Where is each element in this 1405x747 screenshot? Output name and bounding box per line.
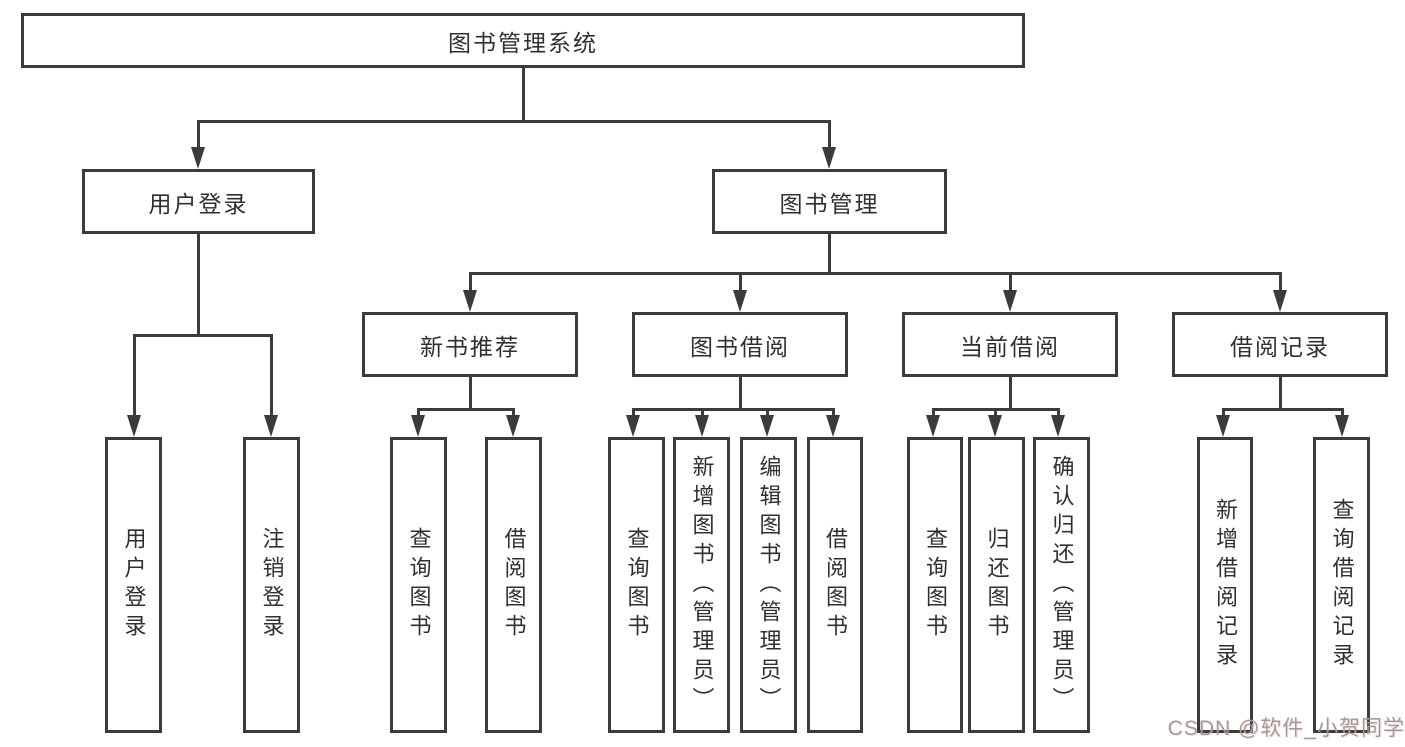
connector-bar-root (196, 120, 831, 123)
connector-drop (1221, 408, 1225, 417)
node-user-login: 用户登录 (82, 169, 315, 234)
connector-drop (700, 408, 704, 417)
leaf-label: 注销登录 (259, 527, 285, 643)
node-book-management: 图书管理 (712, 169, 947, 234)
node-new-book-recommend: 新书推荐 (362, 312, 578, 377)
connector-drop (827, 120, 831, 149)
leaf-query-books-borrow: 查询图书 (608, 437, 665, 733)
arrow-down-icon (411, 415, 425, 437)
connector-bar-book-mgmt (468, 272, 1282, 275)
leaf-borrow-books: 借阅图书 (807, 437, 863, 733)
leaf-query-borrow-record: 查询借阅记录 (1313, 437, 1370, 733)
connector-drop (1056, 408, 1060, 417)
arrow-down-icon (1273, 290, 1287, 312)
node-borrow-record: 借阅记录 (1172, 312, 1388, 377)
arrow-down-icon (760, 415, 774, 437)
csdn-watermark: CSDN @软件_小贺同学 (1167, 717, 1405, 740)
connector-drop (631, 408, 635, 417)
arrow-down-icon (1003, 290, 1017, 312)
leaf-label: 确认归还（管理员） (1049, 454, 1075, 716)
connector-stem-borrow-record (1278, 377, 1282, 411)
connector-drop (196, 120, 200, 149)
node-current-borrow: 当前借阅 (902, 312, 1118, 377)
arrow-down-icon (506, 415, 520, 437)
leaf-label: 新增借阅记录 (1213, 498, 1238, 672)
arrow-down-icon (1335, 415, 1349, 437)
arrow-down-icon (822, 147, 836, 169)
arrow-down-icon (695, 415, 709, 437)
leaf-label: 查询图书 (406, 527, 432, 643)
connector-drop (831, 408, 835, 417)
arrow-down-icon (127, 415, 141, 437)
leaf-edit-books-admin: 编辑图书（管理员） (740, 437, 797, 733)
leaf-return-books: 归还图书 (968, 437, 1025, 733)
connector-drop (468, 272, 472, 292)
arrow-down-icon (191, 147, 205, 169)
arrow-down-icon (988, 415, 1002, 437)
arrow-down-icon (264, 415, 278, 437)
connector-drop (765, 408, 769, 417)
connector-stem-book-borrow (738, 377, 742, 411)
arrow-down-icon (826, 415, 840, 437)
node-label: 借阅记录 (1230, 333, 1330, 360)
leaf-query-books-current: 查询图书 (907, 437, 963, 733)
leaf-label: 借阅图书 (823, 527, 848, 643)
connector-bar-user-login (132, 334, 273, 337)
connector-drop (1008, 272, 1012, 292)
arrow-down-icon (1051, 415, 1065, 437)
leaf-confirm-return-admin: 确认归还（管理员） (1033, 437, 1090, 733)
node-library-system: 图书管理系统 (21, 13, 1025, 68)
node-label: 当前借阅 (960, 333, 1060, 360)
connector-drop (511, 408, 515, 417)
arrow-down-icon (926, 415, 940, 437)
connector-bar-borrow-record (1221, 408, 1344, 411)
arrow-down-icon (1216, 415, 1230, 437)
connector-drop (931, 408, 935, 417)
node-label: 图书借阅 (690, 333, 790, 360)
node-label: 图书管理 (779, 190, 880, 217)
arrow-down-icon (463, 290, 477, 312)
leaf-label: 查询借阅记录 (1329, 498, 1355, 672)
connector-drop (416, 408, 420, 417)
connector-stem-root (521, 68, 525, 122)
leaf-logout: 注销登录 (243, 437, 300, 733)
leaf-label: 查询图书 (624, 527, 650, 643)
connector-drop (993, 408, 997, 417)
leaf-label: 编辑图书（管理员） (756, 454, 782, 716)
connector-drop (269, 334, 273, 417)
leaf-label: 查询图书 (923, 527, 948, 643)
leaf-label: 归还图书 (984, 527, 1010, 643)
node-label: 图书管理系统 (448, 29, 598, 56)
connector-stem-user-login (196, 234, 200, 337)
connector-drop (132, 334, 136, 417)
leaf-query-books-recommend: 查询图书 (390, 437, 447, 733)
leaf-add-borrow-record: 新增借阅记录 (1197, 437, 1253, 733)
connector-drop (1278, 272, 1282, 292)
node-label: 用户登录 (148, 190, 249, 217)
node-label: 新书推荐 (420, 333, 520, 360)
leaf-user-login: 用户登录 (105, 437, 162, 733)
leaf-add-books-admin: 新增图书（管理员） (673, 437, 730, 733)
leaf-label: 新增图书（管理员） (689, 454, 715, 716)
arrow-down-icon (626, 415, 640, 437)
arrow-down-icon (733, 290, 747, 312)
leaf-borrow-books-recommend: 借阅图书 (485, 437, 542, 733)
connector-stem-new-book (468, 377, 472, 411)
connector-bar-new-book (416, 408, 515, 411)
connector-stem-book-mgmt (827, 234, 831, 275)
leaf-label: 借阅图书 (501, 527, 527, 643)
node-book-borrow: 图书借阅 (632, 312, 848, 377)
connector-drop (1340, 408, 1344, 417)
connector-stem-current-borrow (1008, 377, 1012, 411)
connector-drop (738, 272, 742, 292)
connector-bar-book-borrow (631, 408, 835, 411)
leaf-label: 用户登录 (121, 527, 147, 643)
